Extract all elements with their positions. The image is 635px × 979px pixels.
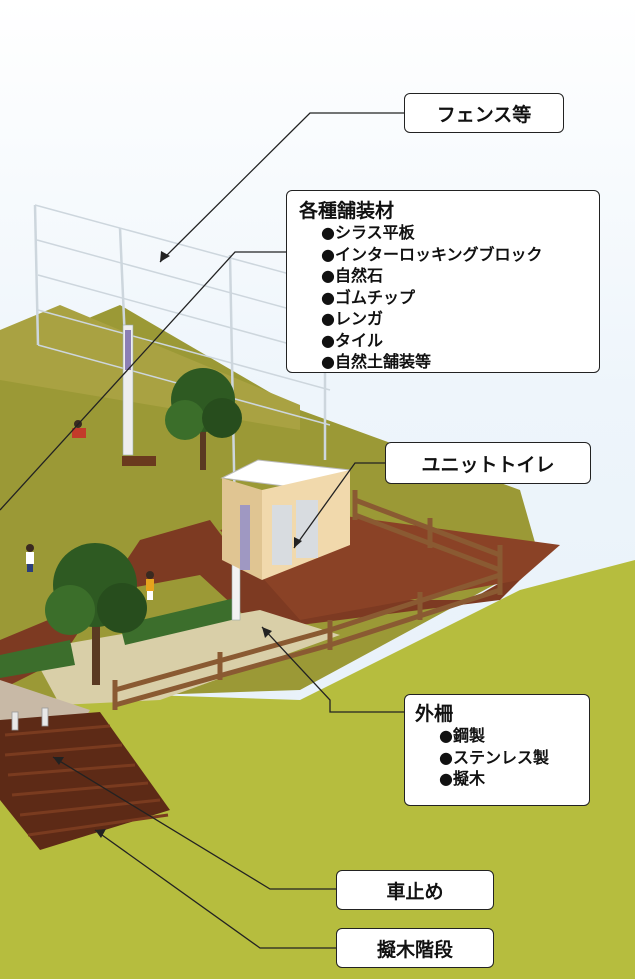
wooden-outer-fence	[112, 490, 503, 710]
label-fence-text: フェンス等	[436, 103, 532, 126]
person-1	[26, 544, 34, 572]
label-stairs-text: 擬木階段	[376, 938, 453, 961]
bench	[122, 456, 156, 466]
outer-fence-item: ●ステンレス製	[439, 747, 549, 767]
paving-item: ●タイル	[321, 330, 383, 350]
stone-path	[30, 610, 340, 705]
label-outer-fence: 外柵 ●鋼製 ●ステンレス製 ●擬木	[404, 694, 590, 806]
paving-item: ●レンガ	[321, 309, 383, 328]
label-bollard-text: 車止め	[386, 880, 444, 903]
tree-back	[165, 368, 242, 470]
hedge-left	[0, 640, 75, 678]
label-bollard: 車止め	[336, 870, 494, 910]
tree-front	[45, 543, 147, 685]
outer-fence-item: ●鋼製	[439, 726, 485, 745]
arrowheads	[53, 251, 302, 838]
paving-item: ●自然土舗装等	[321, 352, 431, 371]
leader-lines	[0, 112, 405, 949]
hedge-right	[120, 598, 240, 645]
label-toilet-text: ユニットトイレ	[421, 453, 555, 476]
bollards	[11, 707, 49, 731]
wooden-stairs	[0, 712, 170, 850]
label-paving: 各種舗装材 ●シラス平板 ●インターロッキングブロック ●自然石 ●ゴムチップ …	[286, 190, 600, 373]
paving-item: ●ゴムチップ	[321, 287, 415, 307]
outer-fence-item: ●擬木	[439, 769, 485, 788]
label-paving-title: 各種舗装材	[299, 200, 395, 222]
paving-item: ●インターロッキングブロック	[321, 244, 543, 264]
paving-item: ●シラス平板	[321, 223, 415, 242]
unit-toilet-building	[220, 459, 352, 580]
outer-fence-list: ●鋼製 ●ステンレス製 ●擬木	[439, 725, 589, 790]
label-stairs: 擬木階段	[336, 928, 494, 968]
paving-list: ●シラス平板 ●インターロッキングブロック ●自然石 ●ゴムチップ ●レンガ ●…	[321, 222, 599, 373]
label-outer-fence-title: 外柵	[415, 703, 454, 725]
brick-path	[0, 520, 540, 690]
person-2	[146, 571, 154, 600]
banner-pole	[122, 324, 134, 456]
label-toilet: ユニットトイレ	[385, 442, 591, 484]
paving-item: ●自然石	[321, 266, 383, 285]
label-fence: フェンス等	[404, 93, 564, 133]
